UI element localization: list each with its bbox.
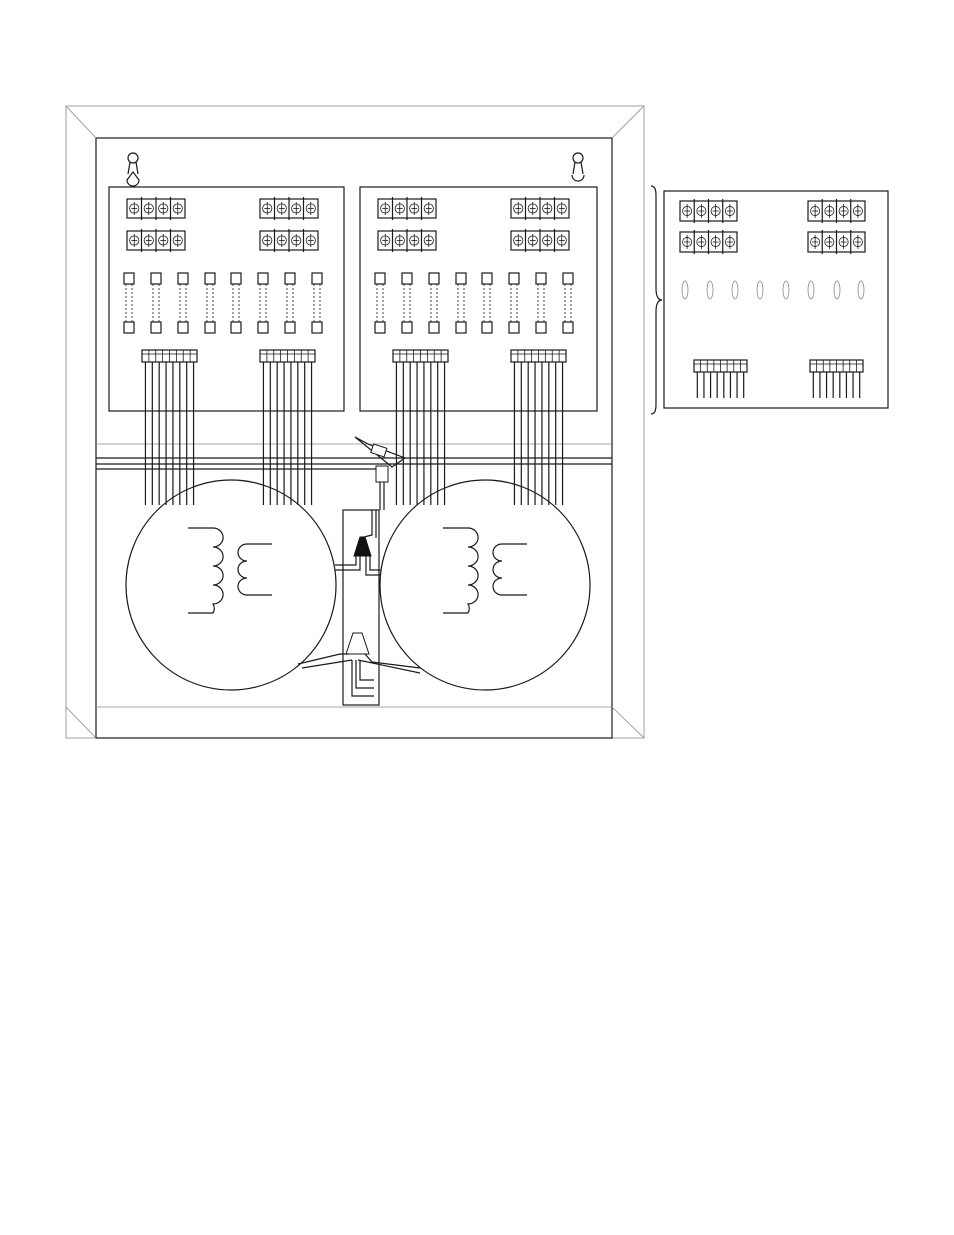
- wire-nut-white: [346, 633, 369, 654]
- connector-header: [142, 350, 197, 362]
- left-board: [109, 187, 344, 411]
- left-board-components: [124, 197, 322, 362]
- connector-header: [260, 350, 315, 362]
- keyhole-right: [572, 153, 584, 181]
- terminal-block: [127, 197, 185, 220]
- connector-header: [810, 360, 863, 398]
- terminal-block: [378, 197, 436, 220]
- connector-header: [694, 360, 747, 398]
- fuse: [482, 273, 492, 333]
- fuse-clip: [858, 281, 864, 299]
- fuse: [124, 273, 134, 333]
- primary-wiring: [298, 510, 420, 696]
- fuse: [563, 273, 573, 333]
- terminal-block: [378, 229, 436, 252]
- fuse-clip: [757, 281, 763, 299]
- terminal-block: [260, 229, 318, 252]
- fuse: [231, 273, 241, 333]
- wire-nut-black: [354, 537, 371, 556]
- fuse-clip: [808, 281, 814, 299]
- fuse-clip: [783, 281, 789, 299]
- transformer-left: [126, 480, 336, 690]
- fuse-clip: [732, 281, 738, 299]
- terminal-block: [808, 199, 865, 223]
- connector-header: [511, 350, 566, 362]
- fuse: [205, 273, 215, 333]
- fuse: [429, 273, 439, 333]
- terminal-block: [808, 230, 865, 254]
- terminal-block: [260, 197, 318, 220]
- fuse: [509, 273, 519, 333]
- fuse-clip: [834, 281, 840, 299]
- fuse: [402, 273, 412, 333]
- power-switch: [355, 437, 405, 510]
- right-board-components: [375, 197, 573, 362]
- terminal-block: [680, 199, 737, 223]
- fuse: [178, 273, 188, 333]
- terminal-block: [511, 197, 569, 220]
- fuse: [375, 273, 385, 333]
- connector-header: [393, 350, 448, 362]
- transformer-right: [380, 480, 590, 690]
- detail-board-components: [680, 199, 865, 398]
- fuse: [456, 273, 466, 333]
- detail-brace: [651, 186, 662, 414]
- wire-bundles: [145, 362, 562, 505]
- fuse: [151, 273, 161, 333]
- fuse-clip: [707, 281, 713, 299]
- right-board: [360, 187, 597, 411]
- fuse: [536, 273, 546, 333]
- terminal-block: [511, 229, 569, 252]
- keyhole-left: [127, 153, 139, 186]
- fuse: [285, 273, 295, 333]
- fuse: [258, 273, 268, 333]
- fuse: [312, 273, 322, 333]
- fuse-clip: [682, 281, 688, 299]
- terminal-block: [127, 229, 185, 252]
- terminal-block: [680, 230, 737, 254]
